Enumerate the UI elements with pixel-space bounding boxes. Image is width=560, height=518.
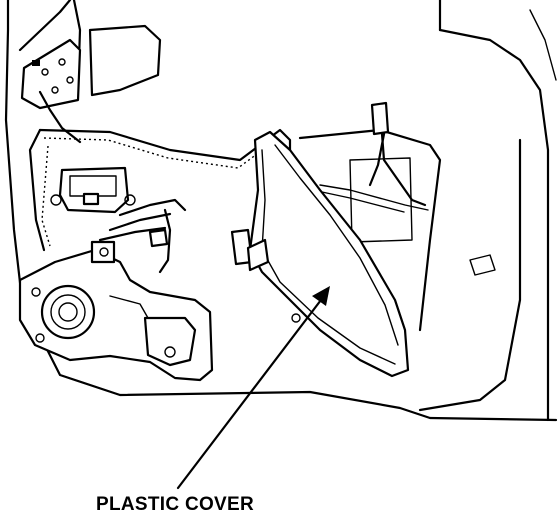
mirror-assembly: [20, 24, 162, 144]
door-frame: [4, 0, 558, 422]
plastic-cover-label: PLASTIC COVER: [96, 494, 255, 515]
inner-panel: [28, 128, 292, 252]
glass-guide: [298, 101, 442, 332]
plastic-cover: [230, 130, 410, 378]
latch-assembly: [50, 166, 187, 274]
regulator-motor: [18, 240, 214, 382]
callout-arrow: [176, 286, 330, 490]
